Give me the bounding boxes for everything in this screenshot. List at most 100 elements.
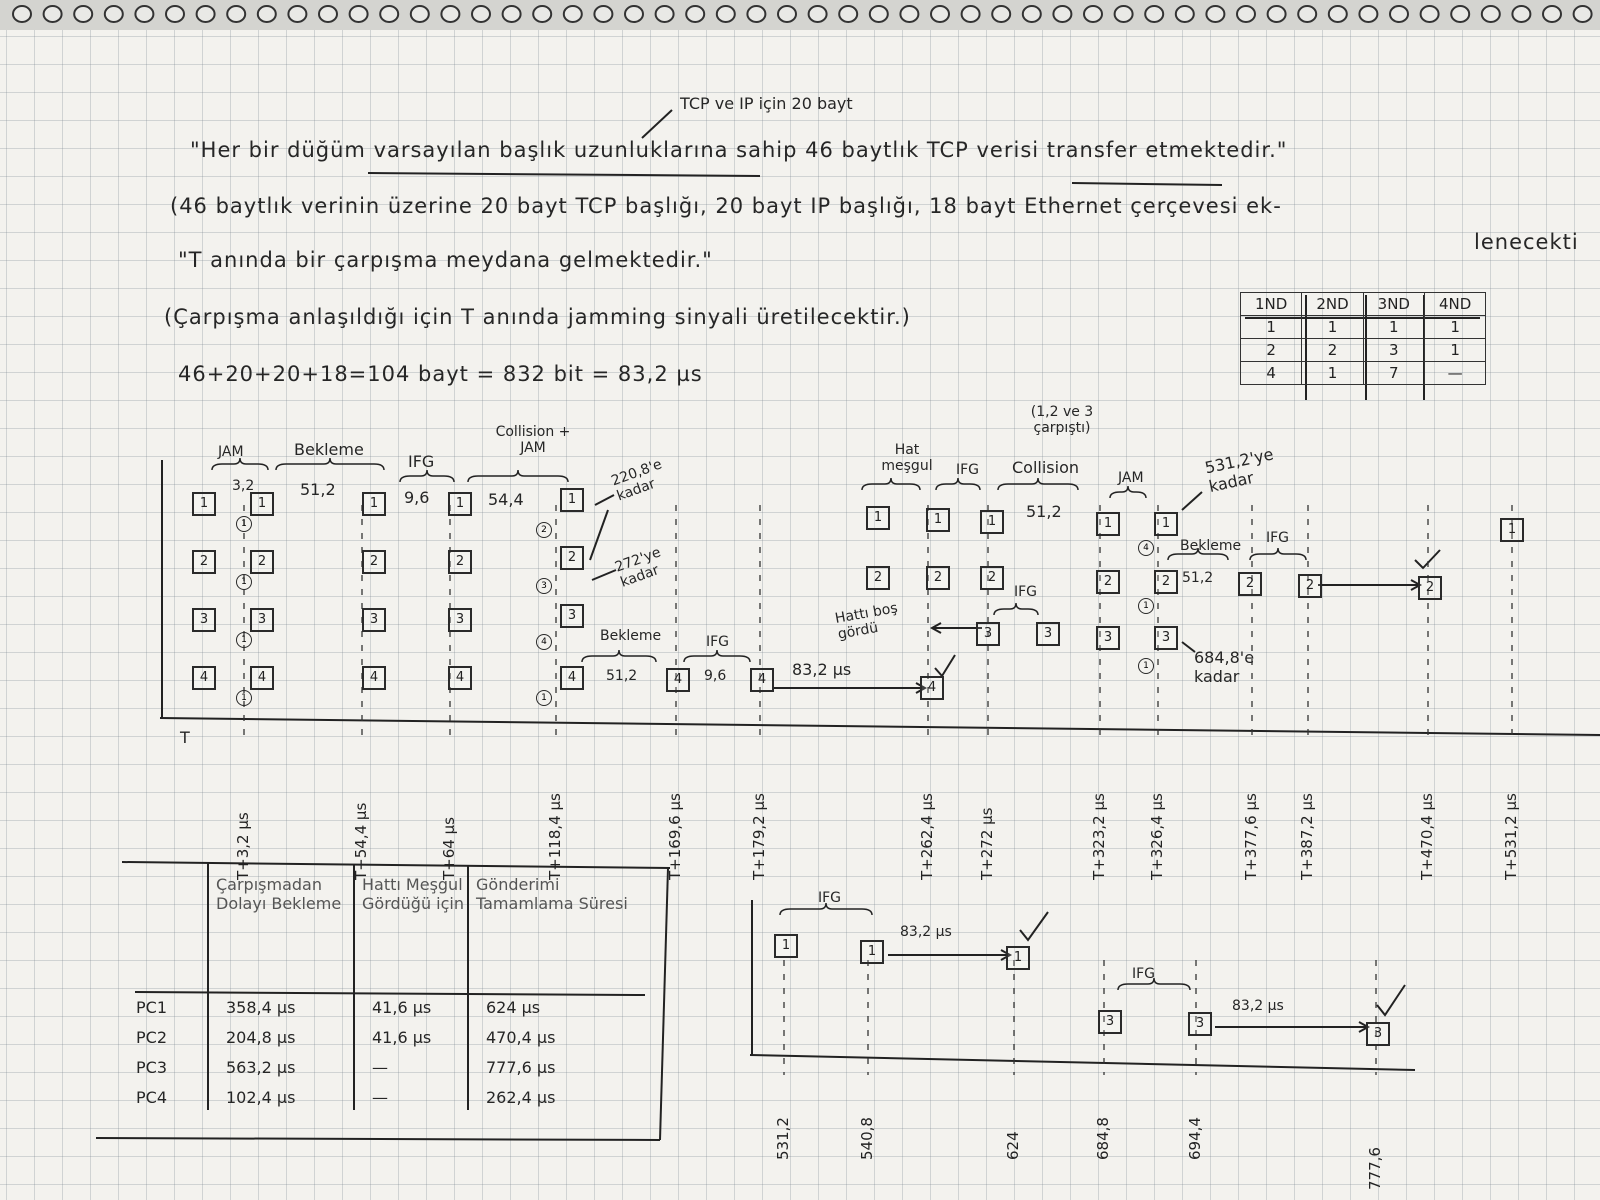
summary-cell: 624 µs [486, 998, 541, 1017]
duration-brace [1249, 547, 1307, 561]
duration-brace [399, 469, 455, 483]
summary-cell: 262,4 µs [486, 1088, 556, 1107]
station-node: 4 [920, 676, 944, 700]
attempt-circle: 1 [236, 516, 252, 532]
station-node: 2 [980, 566, 1004, 590]
attempt-circle: 3 [536, 578, 552, 594]
spiral-ring [1450, 5, 1471, 23]
lower-ifg-1: IFG [818, 890, 842, 906]
spiral-ring [501, 5, 522, 23]
attempt-table-cell: 7 [1362, 361, 1425, 385]
station-node: 1 [980, 510, 1004, 534]
attempt-circle: 1 [236, 574, 252, 590]
summary-cell: 41,6 µs [372, 998, 432, 1017]
attempt-table-cell: 1 [1301, 315, 1364, 339]
lower-station-node: 3 [1366, 1022, 1390, 1046]
spiral-ring [73, 5, 94, 23]
lower-time-label: 540,8 [858, 1117, 876, 1160]
attempt-circle: 1 [236, 632, 252, 648]
summary-row-label: PC3 [136, 1058, 167, 1077]
station-node: 2 [362, 550, 386, 574]
tcp-ip-annotation: TCP ve IP için 20 bayt [680, 94, 853, 113]
summary-cell: 563,2 µs [226, 1058, 296, 1077]
spiral-ring [471, 5, 491, 23]
spiral-ring [379, 5, 400, 23]
station-node: 3 [976, 622, 1000, 646]
spiral-ring [1266, 5, 1287, 23]
time-label: T+323,2 µs [1090, 793, 1108, 880]
attempt-circle: 1 [536, 690, 552, 706]
summary-row-label: PC2 [136, 1028, 167, 1047]
label-collision: Collision [1012, 458, 1080, 477]
station-node: 2 [192, 550, 216, 574]
spiral-ring [807, 5, 828, 23]
duration-brace [935, 477, 981, 491]
spiral-ring [624, 5, 644, 23]
frame-calculation: 46+20+20+18=104 bayt = 832 bit = 83,2 µs [178, 362, 703, 386]
label-jam-2: JAM [1118, 470, 1144, 486]
spiral-ring [562, 5, 583, 23]
lower-station-node: 1 [860, 940, 884, 964]
label-collision-jam: Collision + JAM [495, 424, 571, 456]
lower-tx-2: 83,2 µs [1232, 998, 1284, 1014]
summary-row-label: PC1 [136, 998, 167, 1017]
duration-brace [1117, 977, 1191, 991]
duration-brace [467, 469, 569, 483]
station-node: 1 [1500, 518, 1524, 542]
station-node: 2 [250, 550, 274, 574]
time-label: T+179,2 µs [750, 793, 768, 880]
time-label: T+262,4 µs [918, 793, 936, 880]
spiral-ring [1572, 5, 1593, 23]
station-node: 1 [192, 492, 216, 516]
summary-header: Çarpışmadan Dolayı Bekleme [216, 875, 342, 913]
spiral-ring [1358, 5, 1379, 23]
station-node: 3 [250, 608, 274, 632]
attempt-table-cell: 2 [1239, 338, 1303, 362]
label-ifg-3: IFG [706, 634, 730, 650]
attempt-circle: 1 [236, 690, 252, 706]
time-label: T+470,4 µs [1418, 793, 1436, 880]
station-node: 1 [362, 492, 386, 516]
station-node: 1 [1154, 512, 1178, 536]
spiral-ring [991, 5, 1012, 23]
time-label: T+531,2 µs [1502, 793, 1520, 880]
spiral-ring [165, 5, 185, 23]
summary-cell: 358,4 µs [226, 998, 296, 1017]
time-label: T+377,6 µs [1242, 793, 1260, 880]
station-node: 3 [560, 604, 584, 628]
station-node: 3 [1154, 626, 1178, 650]
label-jam-duration: 3,2 [232, 478, 255, 494]
station-node: 4 [250, 666, 274, 690]
station-node: 2 [1154, 570, 1178, 594]
duration-brace [779, 902, 873, 916]
lower-time-label: 624 [1004, 1131, 1022, 1160]
label-bekleme-2: Bekleme [600, 628, 662, 644]
spiral-ring [1174, 5, 1195, 23]
station-node: 4 [750, 668, 774, 692]
lower-station-node: 1 [774, 934, 798, 958]
time-origin: T [180, 728, 190, 747]
summary-header: Hattı Meşgul Gördüğü için [362, 875, 464, 913]
attempt-table-cell: 1 [1423, 338, 1487, 362]
collision-note: (1,2 ve 3 çarpıştı) [1030, 404, 1094, 436]
station-node: 4 [560, 666, 584, 690]
lower-station-node: 3 [1098, 1010, 1122, 1034]
statement-line-1: "Her bir düğüm varsayılan başlık uzunluk… [190, 138, 1288, 162]
spiral-ring [930, 5, 950, 23]
station-node: 2 [1418, 576, 1442, 600]
spiral-ring [256, 5, 277, 23]
summary-cell: — [372, 1058, 388, 1077]
spiral-ring [42, 5, 63, 23]
station-node: 2 [1238, 572, 1262, 596]
station-node: 1 [1096, 512, 1120, 536]
time-label: T+64 µs [440, 817, 458, 880]
spiral-ring [1113, 5, 1134, 23]
attempt-circle: 1 [1138, 598, 1154, 614]
attempt-circle: 1 [1138, 658, 1154, 674]
attempt-table-header: 2ND [1301, 292, 1364, 316]
spiral-ring [409, 5, 430, 23]
time-label: T+326,4 µs [1148, 793, 1166, 880]
label-collision-jam-duration: 54,4 [488, 490, 524, 509]
